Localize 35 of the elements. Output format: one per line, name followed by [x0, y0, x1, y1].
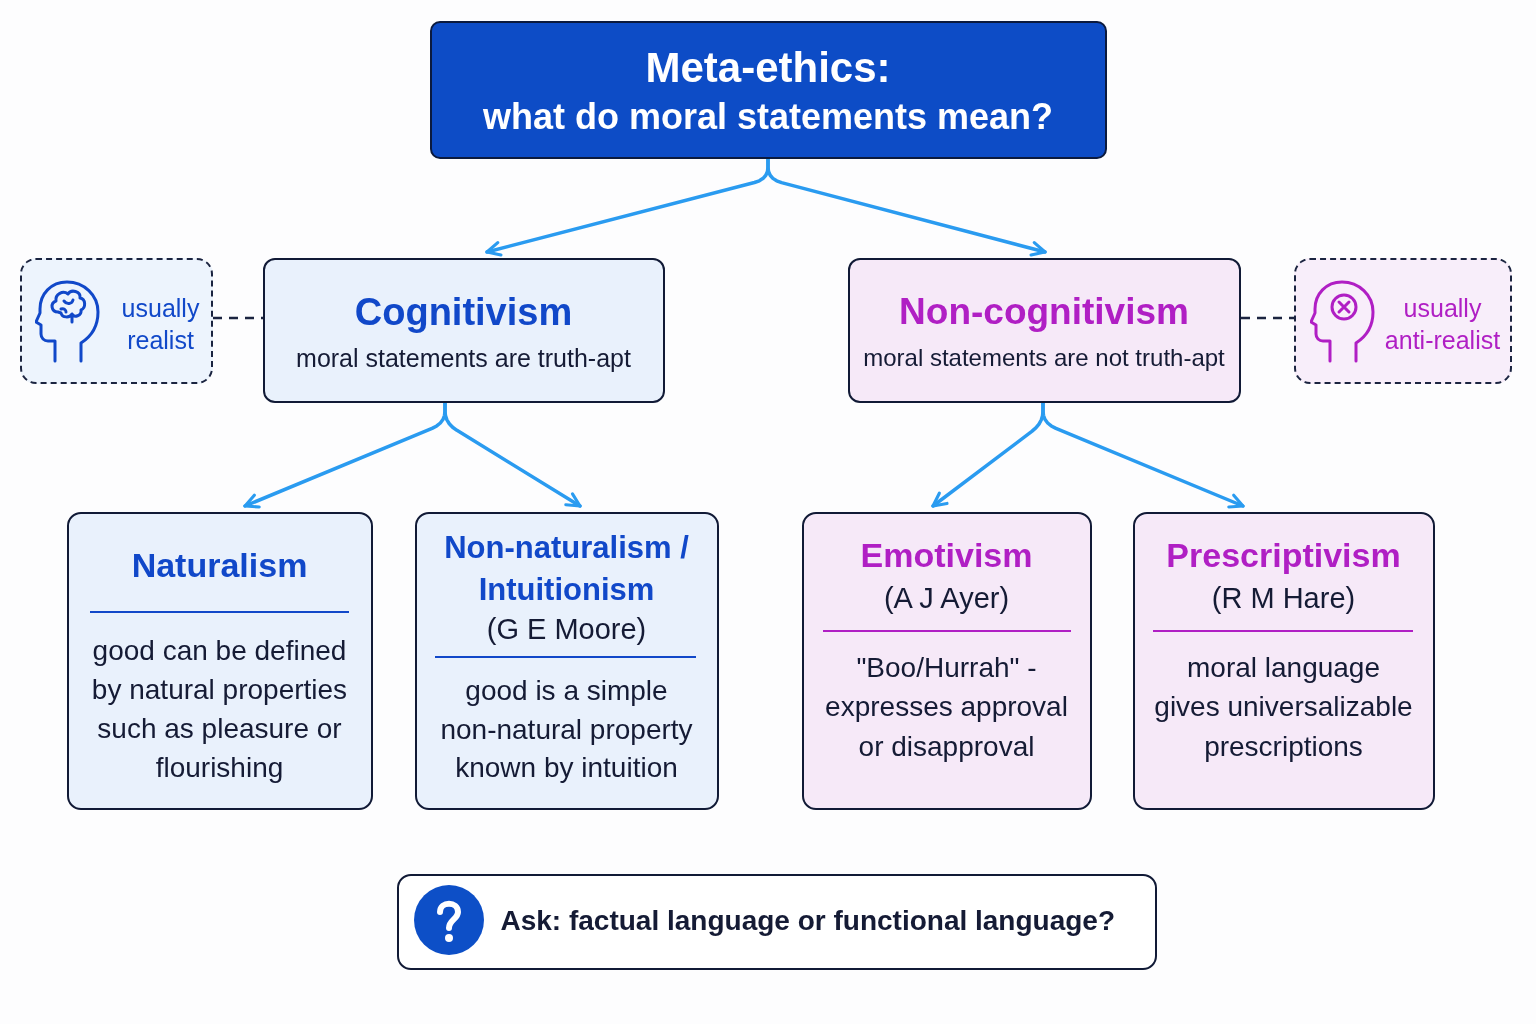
theory-card	[415, 512, 719, 810]
theory-name: Prescriptivism	[1166, 534, 1401, 575]
theory-name: Non-naturalism / Intuitionism	[443, 528, 690, 609]
category-name: Non-cognitivism	[899, 289, 1189, 334]
category-name: Cognitivism	[354, 289, 573, 335]
theorist-name: (G E Moore)	[486, 611, 647, 647]
category-description: moral statements are not truth-apt	[863, 342, 1225, 373]
question-box	[397, 874, 1157, 970]
question-text: Ask: factual language or functional language?	[500, 903, 1116, 938]
topic-question: what do moral statements mean?	[482, 94, 1054, 139]
theory-name: Naturalism	[131, 544, 308, 585]
theory-name: Emotivism	[860, 534, 1033, 575]
dashed-connector	[213, 316, 263, 320]
arrow	[1041, 401, 1245, 509]
theory-description: good can be defined by natural properties such as pleasure or flourishing	[90, 634, 349, 785]
theory-description: good is a simple non-natural property known by intuition	[439, 674, 694, 786]
note-text: usually anti-realist	[1383, 292, 1502, 356]
theory-card	[67, 512, 373, 810]
category-box	[263, 258, 665, 403]
heading-box	[430, 21, 1107, 159]
note-box	[1294, 258, 1512, 384]
theorist-name: (A J Ayer)	[883, 580, 1010, 616]
theorist-name: (R M Hare)	[1211, 580, 1356, 616]
theory-card	[802, 512, 1092, 810]
arrow	[443, 401, 582, 508]
category-box	[848, 258, 1241, 403]
note-box	[20, 258, 213, 384]
topic-label: Meta-ethics:	[645, 42, 891, 93]
category-description: moral statements are truth-apt	[296, 342, 631, 373]
dashed-connector	[1241, 316, 1294, 320]
theory-description: moral language gives universalizable prescriptions	[1153, 650, 1414, 764]
theory-description: "Boo/Hurrah" - expresses approval or disapproval	[824, 650, 1069, 764]
note-text: usually realist	[120, 292, 201, 356]
arrow	[766, 157, 1047, 257]
theory-card	[1133, 512, 1435, 810]
